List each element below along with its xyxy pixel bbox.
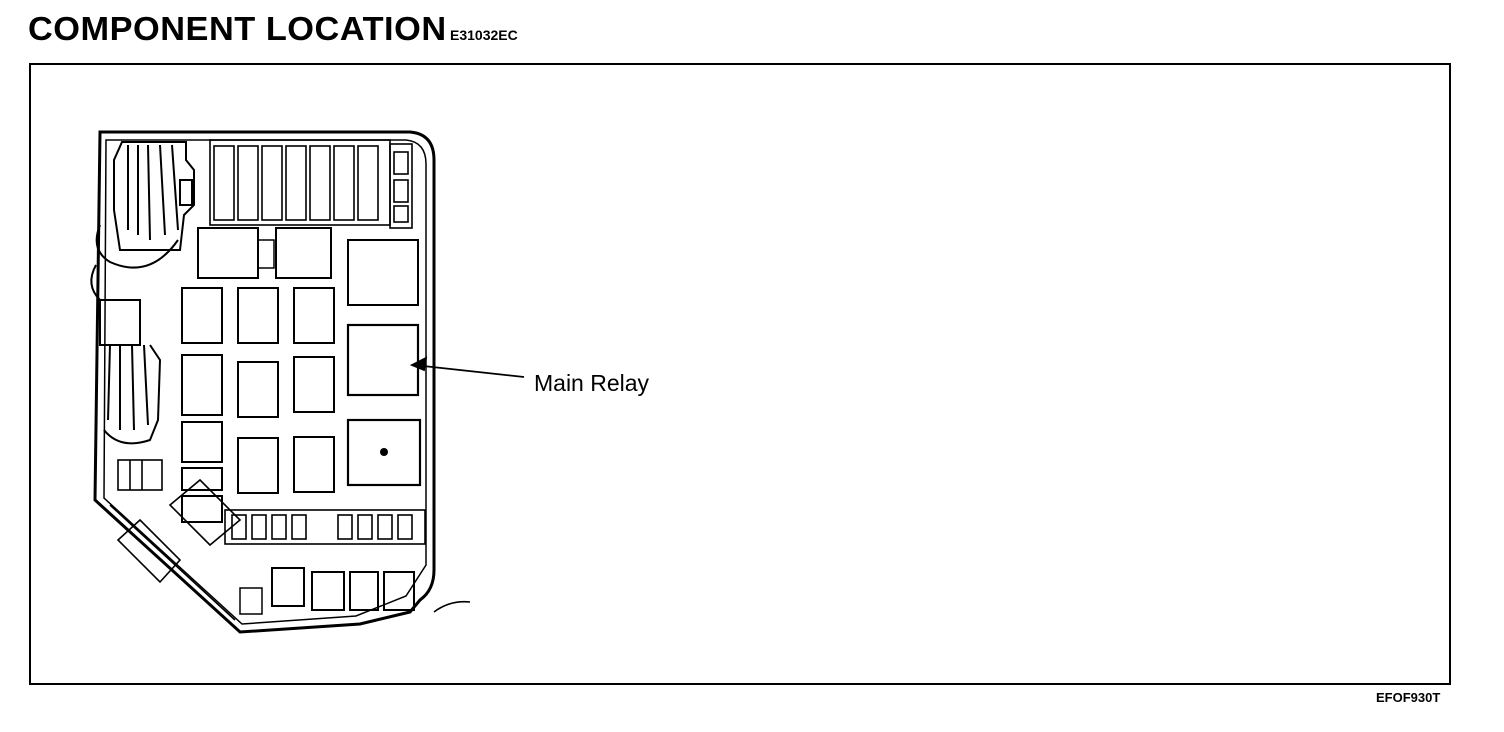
bottom-connectors	[239, 567, 415, 615]
top-fuse-row	[209, 139, 413, 229]
section-code: E31032EC	[450, 27, 518, 43]
main-relay-leader	[409, 356, 525, 378]
wiring-harness	[90, 141, 195, 445]
page-title: COMPONENT LOCATION	[28, 10, 447, 47]
mounting-lead	[433, 600, 471, 613]
junction-box-inner-outline	[103, 139, 427, 625]
relay-grid	[181, 287, 335, 523]
main-relay-label: Main Relay	[534, 370, 650, 396]
side-connector	[117, 459, 163, 491]
upper-relays	[197, 227, 419, 306]
relay-terminal-dot	[380, 448, 388, 456]
diagram-frame	[29, 63, 1451, 685]
figure-code: EFOF930T	[1376, 690, 1441, 705]
main-relay	[346, 323, 420, 397]
lower-fuse-strip	[224, 509, 426, 545]
angled-bottom-section	[109, 478, 242, 621]
lower-big-relay	[346, 418, 422, 487]
